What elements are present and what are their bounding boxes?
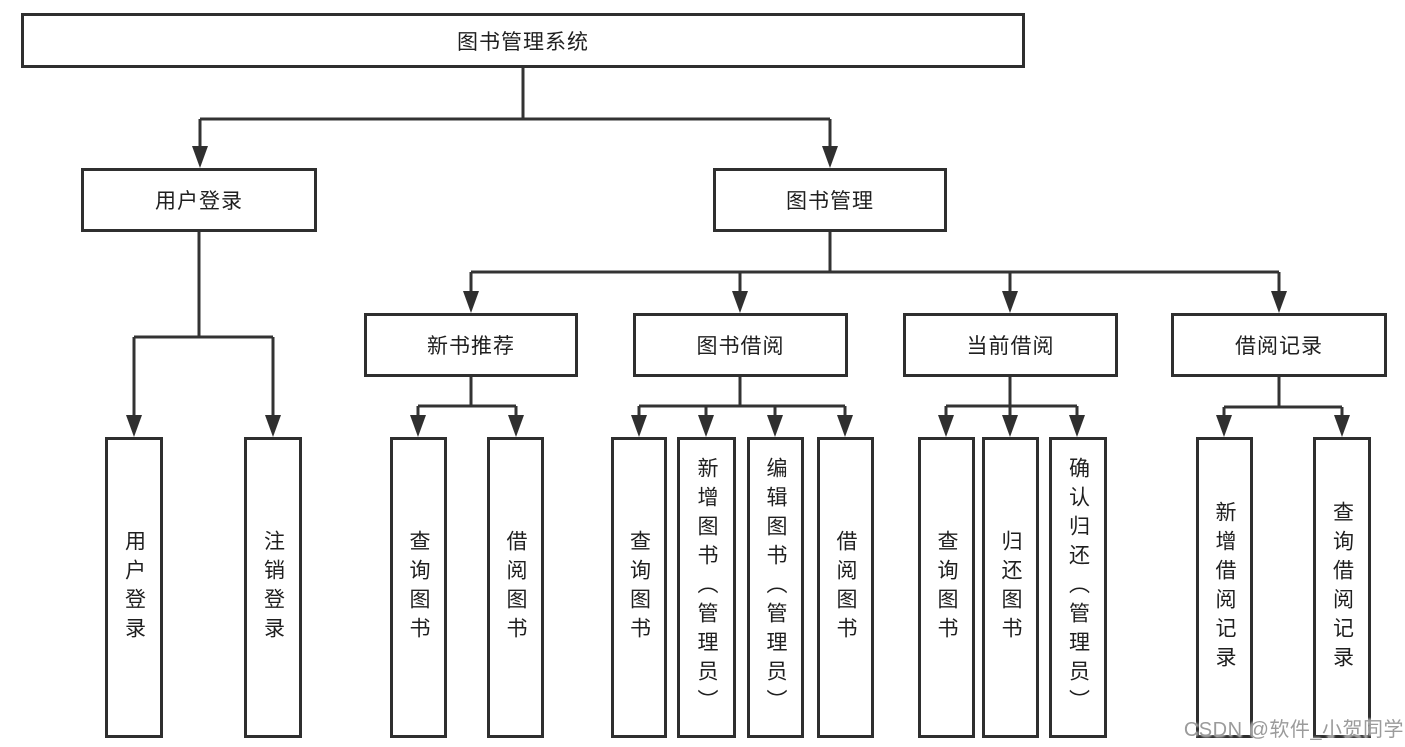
leaf-add-borrow-record-label: 新增借阅记录 — [1213, 500, 1236, 675]
leaf-query-books-label: 查询图书 — [407, 529, 430, 646]
node-book-borrow: 图书借阅 — [633, 313, 848, 377]
leaf-return-book: 归还图书 — [982, 437, 1039, 738]
leaf-query-books: 查询图书 — [918, 437, 975, 738]
arrowheads — [126, 146, 1350, 437]
leaf-query-books: 查询图书 — [390, 437, 447, 738]
connector-root — [198, 68, 832, 148]
leaf-borrow-books-label: 借阅图书 — [834, 529, 857, 646]
leaf-confirm-return-admin-label: 确认归还（管理员） — [1066, 457, 1090, 718]
connector-book-mgmt — [469, 232, 1281, 293]
leaf-query-books: 查询图书 — [611, 437, 667, 738]
connector-borrow-records — [1222, 377, 1344, 419]
node-book-management-label: 图书管理 — [786, 190, 874, 213]
leaf-return-book-label: 归还图书 — [999, 529, 1022, 646]
leaf-borrow-books: 借阅图书 — [817, 437, 874, 738]
leaf-add-borrow-record: 新增借阅记录 — [1196, 437, 1253, 738]
node-book-borrow-label: 图书借阅 — [696, 335, 785, 358]
leaf-query-books-label: 查询图书 — [935, 529, 958, 646]
node-user-login-label: 用户登录 — [155, 190, 243, 213]
connector-new-book — [416, 377, 518, 419]
leaf-edit-book-admin: 编辑图书（管理员） — [747, 437, 804, 738]
watermark-text: CSDN @软件_小贺同学 — [1183, 719, 1404, 741]
leaf-logout: 注销登录 — [244, 437, 302, 738]
node-borrow-records-label: 借阅记录 — [1235, 335, 1323, 358]
leaf-user-login: 用户登录 — [105, 437, 163, 738]
connector-current-borrow — [944, 377, 1079, 419]
leaf-query-books-label: 查询图书 — [627, 529, 651, 646]
leaf-add-book-admin-label: 新增图书（管理员） — [695, 457, 718, 718]
leaf-add-book-admin: 新增图书（管理员） — [677, 437, 736, 738]
connector-book-borrow — [637, 377, 847, 419]
leaf-borrow-books: 借阅图书 — [487, 437, 544, 738]
connector-user-login — [132, 232, 275, 417]
node-current-borrow-label: 当前借阅 — [966, 335, 1055, 358]
leaf-borrow-books-label: 借阅图书 — [504, 529, 527, 646]
node-library-system: 图书管理系统 — [21, 13, 1025, 68]
node-book-management: 图书管理 — [713, 168, 947, 232]
node-library-system-label: 图书管理系统 — [457, 30, 589, 54]
leaf-query-borrow-record: 查询借阅记录 — [1313, 437, 1371, 738]
node-user-login: 用户登录 — [81, 168, 317, 232]
leaf-edit-book-admin-label: 编辑图书（管理员） — [764, 457, 787, 718]
node-new-book-recommend-label: 新书推荐 — [427, 335, 515, 358]
leaf-query-borrow-record-label: 查询借阅记录 — [1330, 500, 1354, 675]
leaf-confirm-return-admin: 确认归还（管理员） — [1049, 437, 1107, 738]
node-new-book-recommend: 新书推荐 — [364, 313, 578, 377]
node-borrow-records: 借阅记录 — [1171, 313, 1387, 377]
node-current-borrow: 当前借阅 — [903, 313, 1118, 377]
leaf-logout-label: 注销登录 — [261, 529, 285, 646]
leaf-user-login-label: 用户登录 — [122, 529, 146, 646]
